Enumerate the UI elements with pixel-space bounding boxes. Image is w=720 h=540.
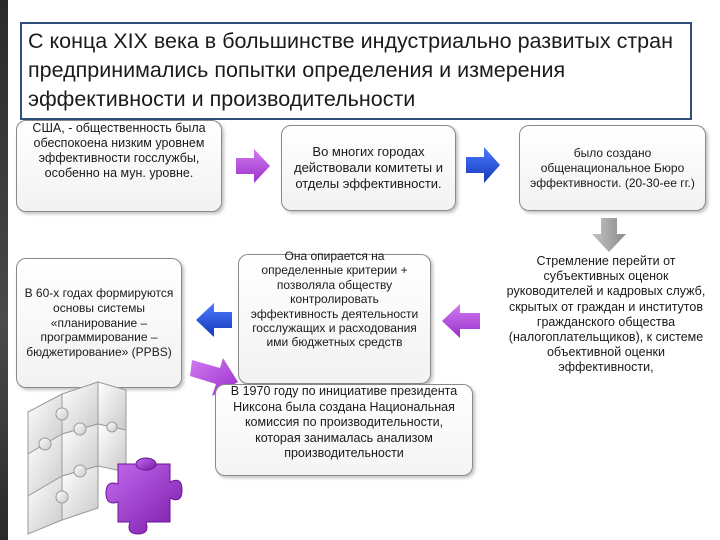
- usa-efficiency-box: США, - общественность была обеспокоена н…: [16, 120, 222, 212]
- arrow-down-icon: [592, 218, 626, 252]
- usa-efficiency-text: США, - общественность была обеспокоена н…: [32, 121, 206, 180]
- slide-title: С конца XIX века в большинстве индустриа…: [20, 22, 692, 120]
- national-bureau-text: было создано общенациональное Бюро эффек…: [530, 145, 695, 190]
- arrow-left-icon: [442, 304, 480, 338]
- national-bureau-box: было создано общенациональное Бюро эффек…: [519, 125, 706, 211]
- cities-committees-box: Во многих городах действовали комитеты и…: [281, 125, 456, 211]
- nixon-commission-box: В 1970 году по инициативе президента Ник…: [215, 384, 473, 476]
- objective-assessment-text: Стремление перейти от субъективных оцено…: [506, 254, 706, 375]
- arrow-left-icon: [196, 303, 232, 337]
- arrow-right-icon: [466, 147, 500, 183]
- ppbs-box: В 60-х годах формируются основы системы …: [16, 258, 182, 388]
- arrow-right-icon: [236, 149, 270, 183]
- cities-committees-text: Во многих городах действовали комитеты и…: [293, 144, 443, 191]
- nixon-commission-text: В 1970 году по инициативе президента Ник…: [230, 384, 458, 460]
- ppbs-text: В 60-х годах формируются основы системы …: [24, 286, 174, 360]
- criteria-text: Она опирается на определенные критерии +…: [250, 249, 419, 350]
- slide-left-bar: [0, 0, 8, 540]
- puzzle-pieces-icon: [27, 381, 183, 535]
- criteria-box: Она опирается на определенные критерии +…: [238, 249, 431, 384]
